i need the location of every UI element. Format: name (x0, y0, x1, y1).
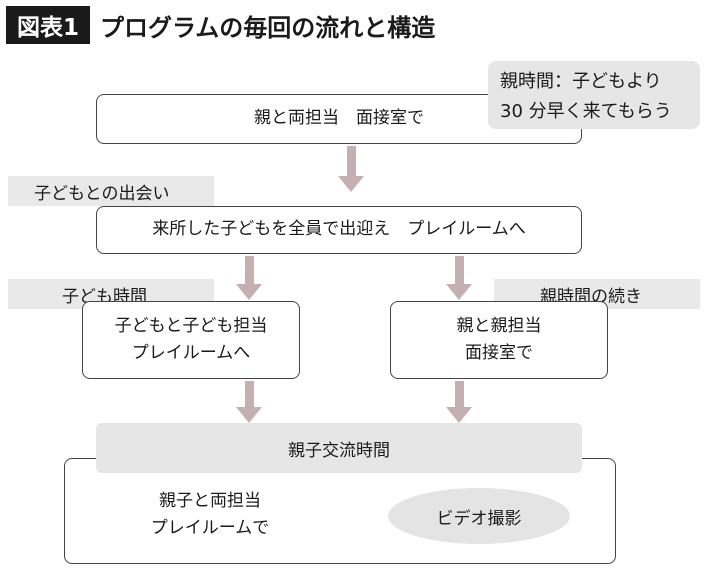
parent-group-box: 親と親担当 面接室で (390, 301, 608, 379)
exchange-box-line2: プレイルームで (150, 518, 270, 539)
arrow-2-left-shaft (245, 256, 254, 284)
child-group-box: 子どもと子ども担当 プレイルームへ (82, 301, 300, 379)
exchange-time-header: 親子交流時間 (96, 423, 582, 473)
child-group-box-line2: プレイルームへ (131, 343, 251, 363)
exchange-time-header-text: 親子交流時間 (288, 440, 390, 461)
meeting-children-label: 子どもとの出会い (8, 176, 214, 206)
exchange-box-text: 親子と両担当 プレイルームで (110, 488, 310, 548)
video-recording-ellipse: ビデオ撮影 (388, 488, 570, 544)
figure-number-tag: 図表1 (6, 6, 90, 44)
arrow-1-shaft (347, 146, 356, 176)
child-group-box-line1: 子どもと子ども担当 (114, 315, 268, 336)
video-recording-text: ビデオ撮影 (436, 508, 522, 529)
figure-title: プログラムの毎回の流れと構造 (100, 13, 436, 42)
arrow-1-head (338, 176, 364, 192)
arrow-3-left-head (236, 407, 262, 423)
parent-time-note-line1: 親時間：子どもより (500, 71, 662, 92)
arrow-2-right-head (446, 284, 472, 300)
arrow-3-left-shaft (245, 381, 254, 407)
greeting-box-text: 来所した子どもを全員で出迎え プレイルームへ (152, 219, 526, 240)
arrow-3-right-head (446, 407, 472, 423)
parent-time-note-line2: 30 分早く来てもらう (500, 100, 672, 122)
parent-group-box-line2: 面接室で (465, 343, 533, 363)
arrow-2-right-shaft (455, 256, 464, 284)
greeting-box: 来所した子どもを全員で出迎え プレイルームへ (96, 206, 582, 254)
arrow-3-right-shaft (455, 381, 464, 407)
exchange-box-line1: 親子と両担当 (159, 491, 261, 511)
arrow-2-left-head (236, 284, 262, 300)
interview-box-text: 親と両担当 面接室で (254, 108, 424, 129)
parent-group-box-line1: 親と親担当 (456, 315, 542, 336)
parent-time-note: 親時間：子どもより 30 分早く来てもらう (488, 61, 700, 129)
